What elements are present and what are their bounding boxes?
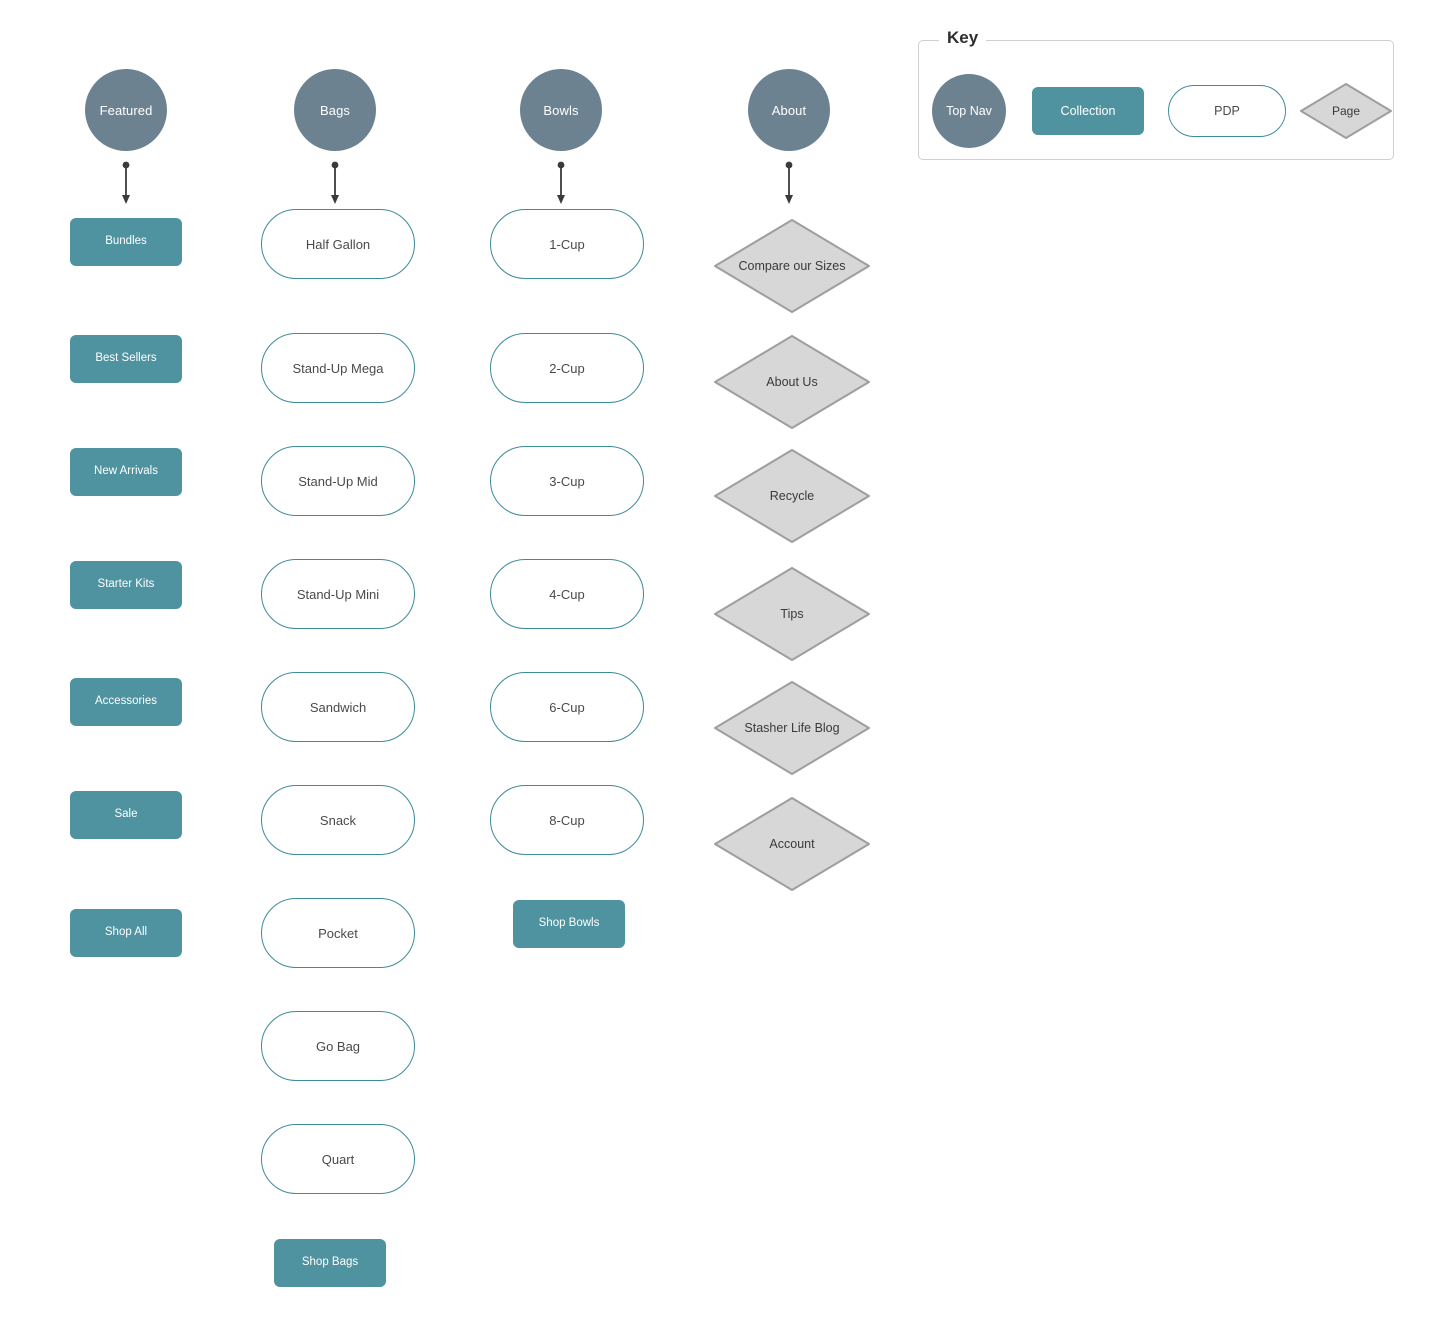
topnav-bags-label: Bags — [319, 102, 351, 118]
arrow-about — [782, 161, 796, 207]
node-2-cup[interactable]: 2-Cup — [490, 333, 644, 403]
topnav-bags[interactable]: Bags — [294, 69, 376, 151]
node-starter-kits-label: Starter Kits — [97, 578, 155, 591]
node-about-us[interactable]: About Us — [712, 333, 872, 431]
node-3-cup[interactable]: 3-Cup — [490, 446, 644, 516]
node-2-cup-label: 2-Cup — [549, 360, 585, 376]
node-shop-bags-label: Shop Bags — [301, 1256, 359, 1269]
key-shape-pill: PDP — [1168, 85, 1286, 137]
node-shop-bowls-label: Shop Bowls — [538, 917, 600, 930]
node-3-cup-label: 3-Cup — [549, 473, 585, 489]
node-shop-bowls[interactable]: Shop Bowls — [513, 900, 625, 948]
node-sale[interactable]: Sale — [70, 791, 182, 839]
node-bundles-label: Bundles — [105, 235, 147, 248]
topnav-bowls-label: Bowls — [543, 102, 579, 118]
node-compare-our-sizes[interactable]: Compare our Sizes — [712, 217, 872, 315]
node-8-cup-label: 8-Cup — [549, 812, 585, 828]
node-shop-bags[interactable]: Shop Bags — [274, 1239, 386, 1287]
key-legend-box: Key Top Nav Collection PDP Page — [918, 28, 1394, 160]
topnav-about[interactable]: About — [748, 69, 830, 151]
key-item-top-nav: Top Nav — [932, 74, 1006, 148]
node-stand-up-mini-label: Stand-Up Mini — [296, 586, 380, 602]
node-stasher-life-blog[interactable]: Stasher Life Blog — [712, 679, 872, 777]
key-item-collection: Collection — [1032, 87, 1144, 135]
key-collection-label: Collection — [1060, 104, 1116, 118]
key-page-label: Page — [1331, 104, 1361, 118]
node-6-cup[interactable]: 6-Cup — [490, 672, 644, 742]
topnav-featured[interactable]: Featured — [85, 69, 167, 151]
node-stand-up-mega[interactable]: Stand-Up Mega — [261, 333, 415, 403]
key-shape-rect: Collection — [1032, 87, 1144, 135]
node-shop-all[interactable]: Shop All — [70, 909, 182, 957]
node-stand-up-mid-label: Stand-Up Mid — [298, 473, 378, 489]
topnav-featured-label: Featured — [99, 102, 153, 118]
node-best-sellers-label: Best Sellers — [95, 352, 157, 365]
node-4-cup[interactable]: 4-Cup — [490, 559, 644, 629]
key-shape-diamond: Page — [1299, 82, 1393, 140]
node-go-bag[interactable]: Go Bag — [261, 1011, 415, 1081]
node-best-sellers[interactable]: Best Sellers — [70, 335, 182, 383]
node-sandwich-label: Sandwich — [309, 699, 367, 715]
node-go-bag-label: Go Bag — [315, 1038, 361, 1054]
node-1-cup-label: 1-Cup — [549, 236, 585, 252]
node-6-cup-label: 6-Cup — [549, 699, 585, 715]
key-title: Key — [939, 28, 987, 48]
node-1-cup[interactable]: 1-Cup — [490, 209, 644, 279]
node-stand-up-mini[interactable]: Stand-Up Mini — [261, 559, 415, 629]
key-item-pdp: PDP — [1168, 85, 1286, 137]
node-new-arrivals[interactable]: New Arrivals — [70, 448, 182, 496]
key-item-page: Page — [1299, 82, 1393, 140]
node-starter-kits[interactable]: Starter Kits — [70, 561, 182, 609]
node-quart-label: Quart — [321, 1151, 355, 1167]
node-sandwich[interactable]: Sandwich — [261, 672, 415, 742]
node-quart[interactable]: Quart — [261, 1124, 415, 1194]
arrow-bags — [328, 161, 342, 207]
node-tips[interactable]: Tips — [712, 565, 872, 663]
arrow-featured — [119, 161, 133, 207]
node-accessories-label: Accessories — [95, 695, 157, 708]
key-shape-circle: Top Nav — [932, 74, 1006, 148]
key-pdp-label: PDP — [1214, 104, 1240, 118]
node-new-arrivals-label: New Arrivals — [94, 465, 158, 478]
node-snack-label: Snack — [319, 812, 357, 828]
node-snack[interactable]: Snack — [261, 785, 415, 855]
node-pocket[interactable]: Pocket — [261, 898, 415, 968]
node-accessories[interactable]: Accessories — [70, 678, 182, 726]
topnav-bowls[interactable]: Bowls — [520, 69, 602, 151]
node-bundles[interactable]: Bundles — [70, 218, 182, 266]
key-top-nav-label: Top Nav — [946, 104, 992, 118]
node-half-gallon-label: Half Gallon — [305, 236, 371, 252]
node-pocket-label: Pocket — [318, 925, 358, 941]
node-account[interactable]: Account — [712, 795, 872, 893]
node-8-cup[interactable]: 8-Cup — [490, 785, 644, 855]
node-recycle[interactable]: Recycle — [712, 447, 872, 545]
topnav-about-label: About — [771, 102, 807, 118]
node-half-gallon[interactable]: Half Gallon — [261, 209, 415, 279]
node-shop-all-label: Shop All — [104, 926, 148, 939]
node-sale-label: Sale — [114, 808, 138, 821]
arrow-bowls — [554, 161, 568, 207]
node-stand-up-mega-label: Stand-Up Mega — [292, 360, 384, 376]
node-stand-up-mid[interactable]: Stand-Up Mid — [261, 446, 415, 516]
node-4-cup-label: 4-Cup — [549, 586, 585, 602]
